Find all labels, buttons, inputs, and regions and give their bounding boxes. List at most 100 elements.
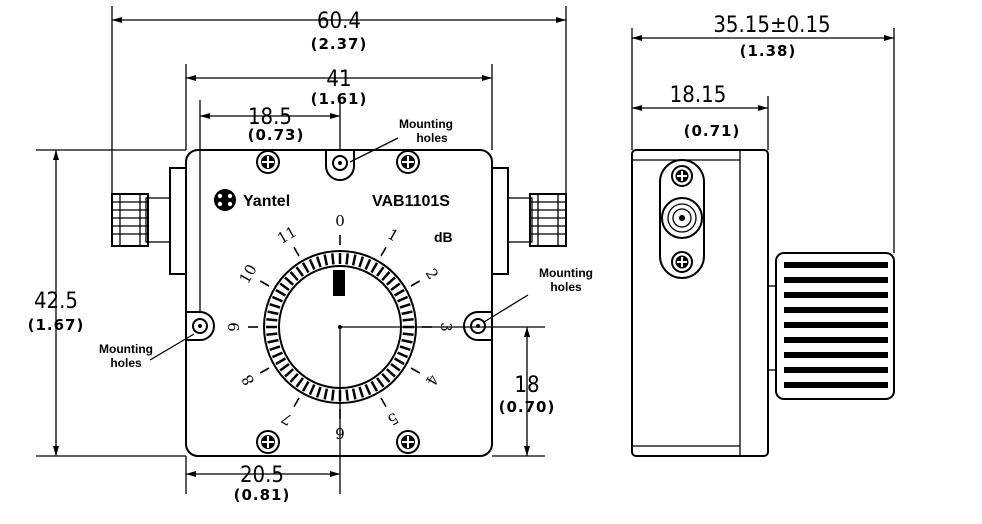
unit-label: dB xyxy=(434,229,453,245)
dial-tick-label: 11 xyxy=(274,223,300,248)
dim-overall-width: 60.4 xyxy=(317,9,361,34)
dim-hole-offset: 18.5 xyxy=(248,105,292,130)
knurl-line xyxy=(351,254,357,266)
knurl-line xyxy=(390,363,401,372)
dim-side-body-inch: (0.71) xyxy=(684,122,741,140)
knurl-line xyxy=(271,295,283,303)
knurl-line xyxy=(393,288,405,297)
screw-icon xyxy=(256,150,280,174)
screw-icon xyxy=(256,430,280,454)
knurl-line xyxy=(301,262,310,274)
knob-ridge xyxy=(784,292,888,298)
dial-tick-label: 8 xyxy=(238,371,258,388)
knurl-line xyxy=(331,389,335,401)
dim-side-total: 35.15±0.15 xyxy=(713,13,830,38)
knurl-line xyxy=(351,388,357,400)
dial-tick-mark xyxy=(380,397,387,408)
callout-mounting-left-2: holes xyxy=(110,356,142,370)
knurl-line xyxy=(381,271,391,282)
knob-ridge xyxy=(784,382,888,388)
knurl-line xyxy=(275,288,287,297)
knurl-line xyxy=(401,310,413,316)
dial-tick-label: 5 xyxy=(384,409,401,429)
dim-body-width-inch: (1.61) xyxy=(311,90,368,108)
screw-icon xyxy=(396,150,420,174)
dim-side-body: 18.15 xyxy=(670,83,727,108)
right-flange xyxy=(491,167,509,275)
knurl-line xyxy=(370,380,379,392)
knurl-line xyxy=(267,338,279,344)
callout-mounting-left-1: Mounting xyxy=(99,342,153,356)
knurl-line xyxy=(308,258,316,270)
knurl-line xyxy=(370,262,379,274)
dim-height-inch: (1.67) xyxy=(28,316,85,334)
side-body xyxy=(631,149,769,457)
knurl-line xyxy=(279,282,290,291)
callout-mounting-right-1: Mounting xyxy=(539,266,593,280)
knurl-line xyxy=(301,380,310,392)
device-body xyxy=(185,149,493,457)
knurl-line xyxy=(399,302,411,309)
knurl-line xyxy=(315,386,322,398)
knurl-line xyxy=(358,386,365,398)
knurl-line xyxy=(345,389,349,401)
dial-tick-mark xyxy=(259,280,270,287)
dial-tick-mark xyxy=(410,280,421,287)
knurl-line xyxy=(393,357,405,366)
knurl-line xyxy=(402,318,414,322)
mounting-hole-top xyxy=(325,150,355,181)
knurl-line xyxy=(295,377,304,388)
side-connector xyxy=(659,159,705,279)
knurl-line xyxy=(364,384,372,396)
dial-tick-mark xyxy=(259,367,270,374)
knob-ridge xyxy=(784,337,888,343)
knurl-line xyxy=(364,258,372,270)
knurl-line xyxy=(345,253,349,265)
mounting-hole-left xyxy=(186,311,215,341)
dial-tick-mark xyxy=(293,246,300,257)
left-flange xyxy=(169,167,187,275)
knurl-line xyxy=(269,345,281,352)
knurl-line xyxy=(402,332,414,336)
dial-tick-mark xyxy=(410,367,421,374)
knurl-line xyxy=(323,254,329,266)
dim-body-width: 41 xyxy=(326,67,351,92)
knurl-line xyxy=(376,266,385,277)
callout-mounting-top-1: Mounting xyxy=(399,117,453,131)
knurl-line xyxy=(399,345,411,352)
right-connector xyxy=(507,193,567,247)
knurl-line xyxy=(279,363,290,372)
knurl-line xyxy=(381,372,391,383)
knurl-line xyxy=(401,338,413,344)
dim-height: 42.5 xyxy=(34,289,78,314)
knurl-line xyxy=(266,332,278,336)
knurl-line xyxy=(385,276,396,286)
dial-tick-label: 2 xyxy=(422,265,442,282)
dim-side-total-inch: (1.38) xyxy=(740,42,797,60)
callout-mounting-top-2: holes xyxy=(416,131,448,145)
dial-tick-label: 9 xyxy=(225,322,243,332)
screw-icon xyxy=(396,430,420,454)
left-connector xyxy=(111,193,171,247)
knurl-line xyxy=(358,256,365,268)
knurl-line xyxy=(295,266,304,277)
knurl-line xyxy=(284,276,295,286)
dim-bottom-offset-inch: (0.81) xyxy=(234,486,291,504)
side-knob xyxy=(767,252,895,400)
knurl-line xyxy=(289,271,299,282)
dial-tick-label: 0 xyxy=(335,212,345,230)
knob-ridge xyxy=(784,307,888,313)
dim-overall-width-inch: (2.37) xyxy=(311,35,368,53)
knurl-line xyxy=(289,372,299,383)
dial-tick-label: 1 xyxy=(384,225,401,245)
brand-name: Yantel xyxy=(243,193,290,210)
knurl-line xyxy=(269,302,281,309)
dial-tick-mark xyxy=(293,397,300,408)
knurl-line xyxy=(315,256,322,268)
dim-bottom-offset: 20.5 xyxy=(240,463,284,488)
knob-ridge xyxy=(784,277,888,283)
dim-hole-offset-inch: (0.73) xyxy=(248,126,305,144)
knob-ridge xyxy=(784,367,888,373)
knob-ridge xyxy=(784,262,888,268)
yantel-logo-icon xyxy=(214,189,236,211)
